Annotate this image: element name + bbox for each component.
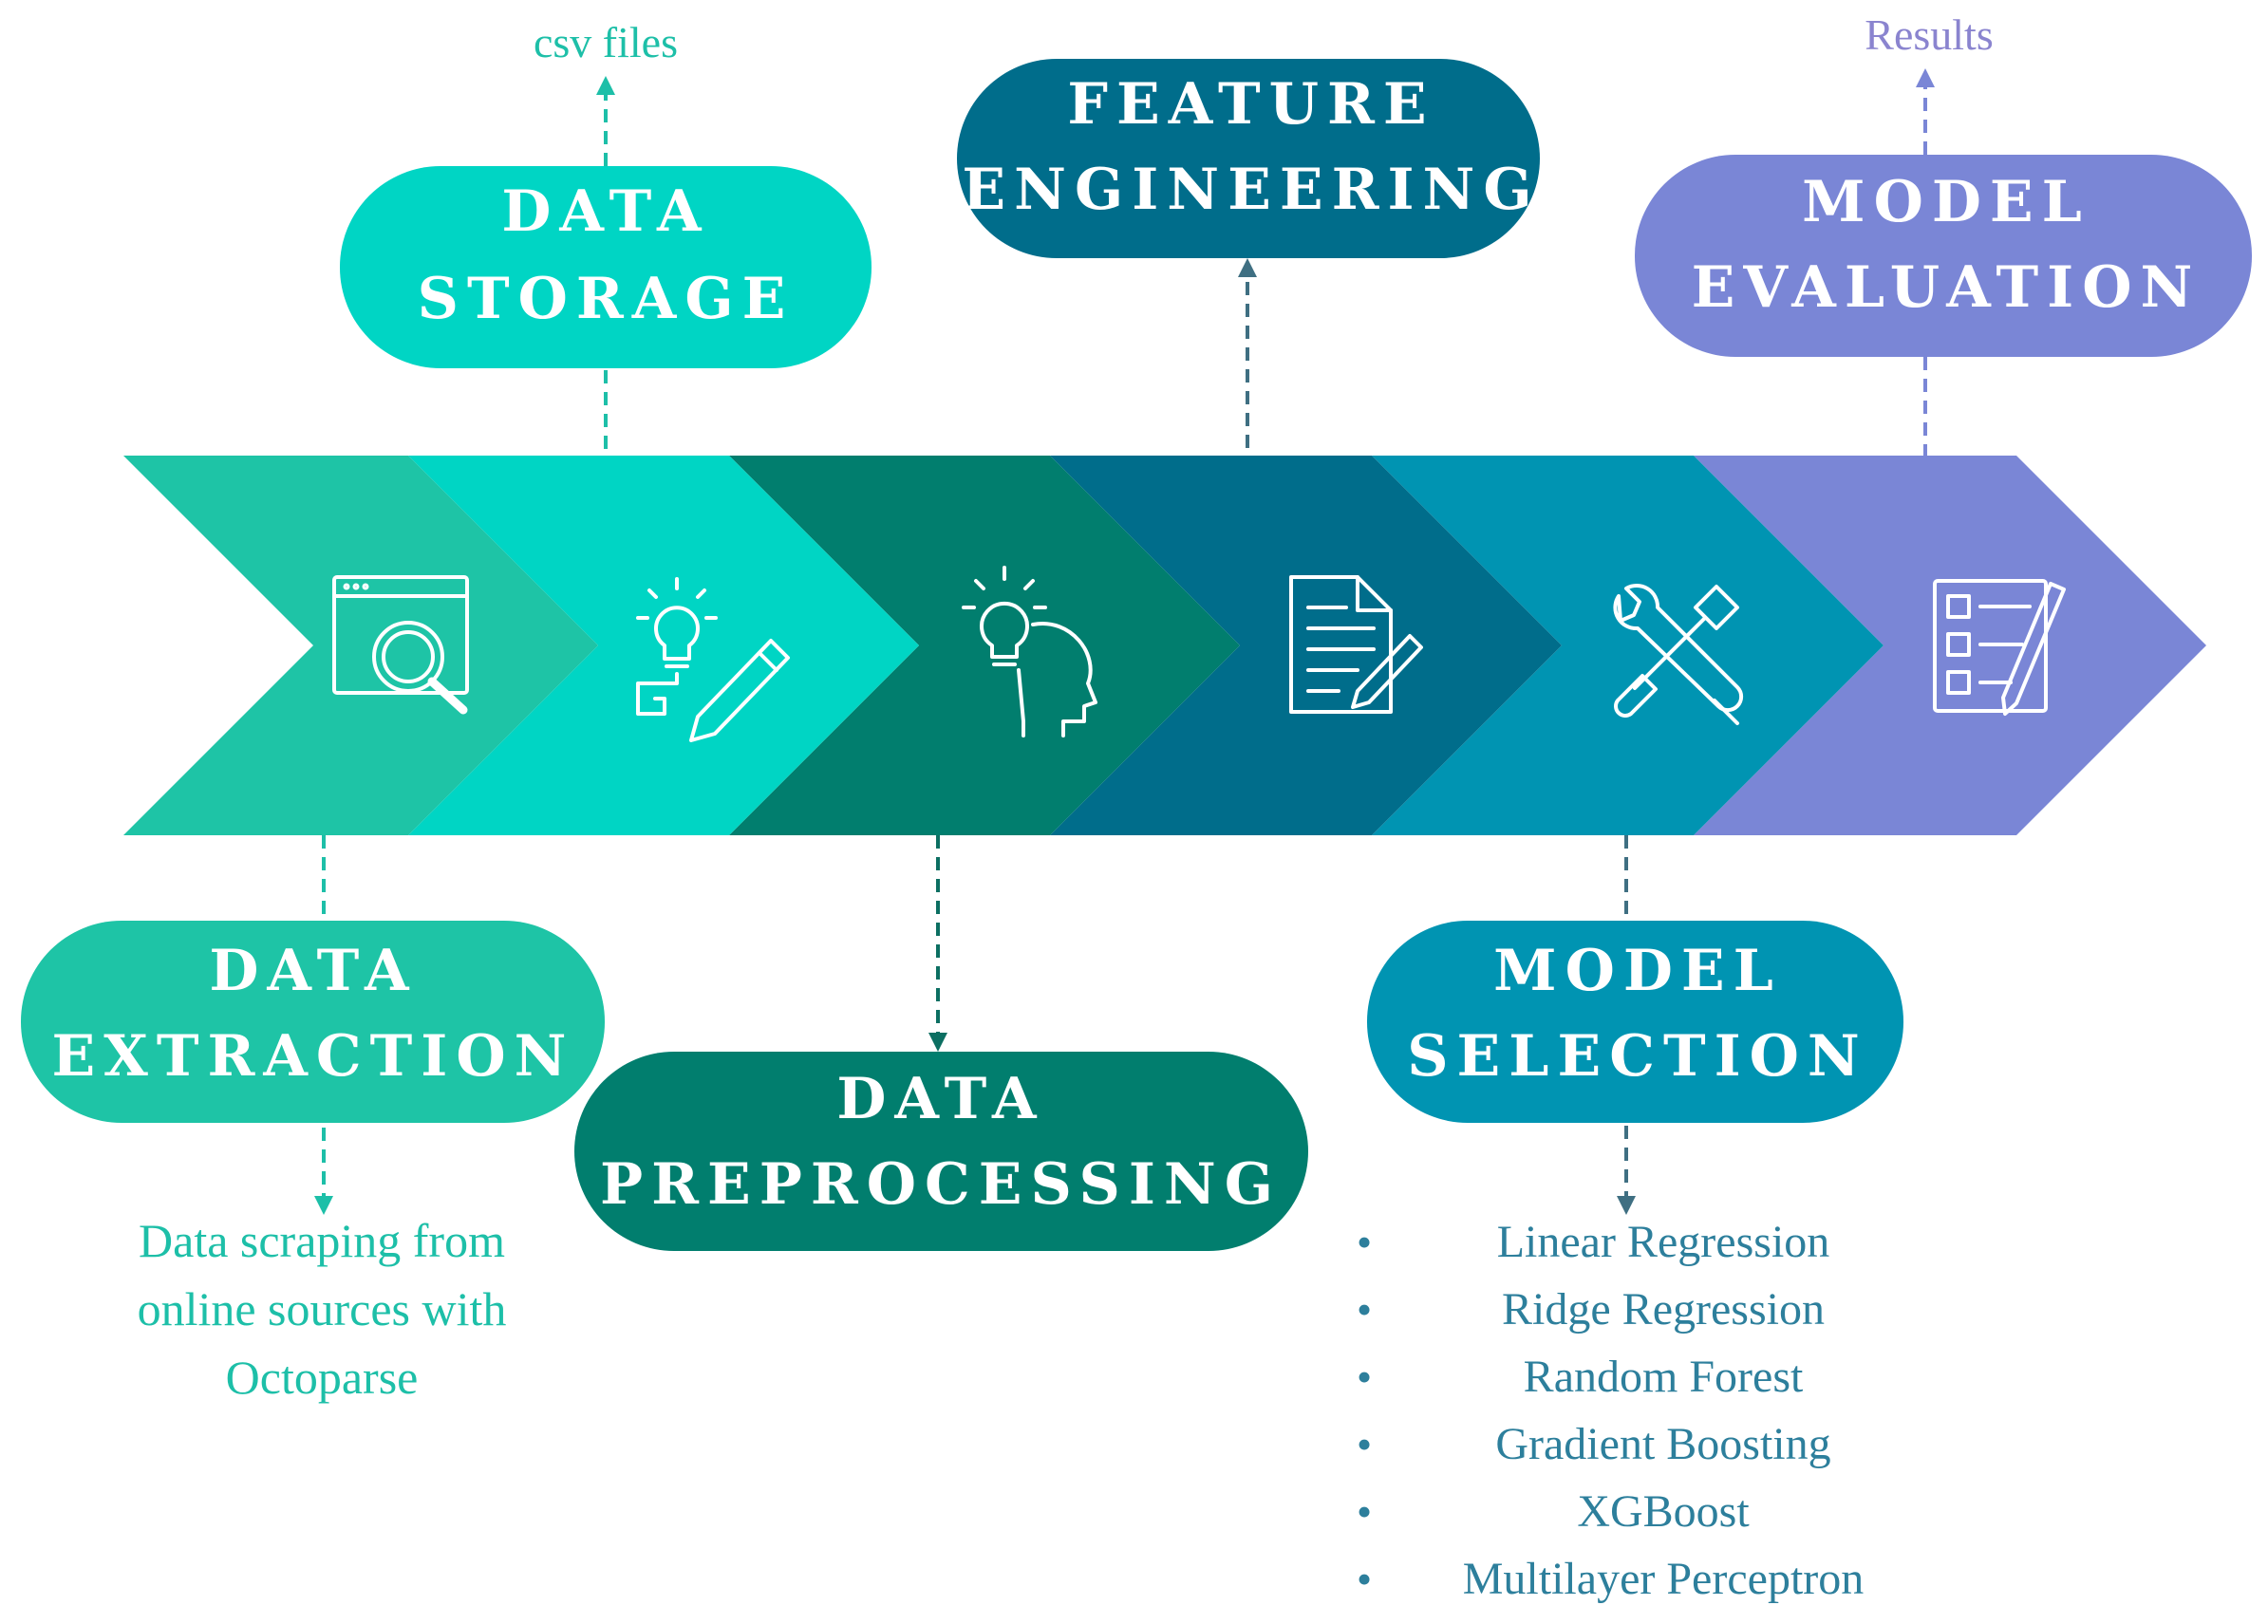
model-bullet: • — [1357, 1487, 1372, 1536]
data-storage-line-1: DATA — [501, 178, 709, 245]
model-evaluation-line-2: EVALUATION — [1692, 254, 2202, 321]
model-bullet: • — [1357, 1285, 1372, 1334]
document-pen-icon — [1289, 575, 1423, 714]
model-item: Gradient Boosting — [1495, 1419, 1830, 1469]
chevron-feature-engineering — [1050, 456, 1562, 835]
storage-note: csv files — [534, 18, 678, 66]
browser-search-icon — [332, 575, 469, 715]
chevron-data-extraction — [123, 456, 598, 835]
data-preprocessing-pill: DATA PREPROCESSING — [574, 1052, 1308, 1251]
wrench-screwdriver-icon — [1613, 584, 1744, 725]
model-bullet: • — [1357, 1218, 1372, 1266]
model-selection-pill: MODEL SELECTION — [1367, 921, 1903, 1123]
checklist-pen-icon — [1933, 579, 2066, 716]
model-item: Multilayer Perceptron — [1463, 1554, 1865, 1604]
chevron-band — [123, 456, 2206, 835]
data-extraction-line-2: EXTRACTION — [52, 1023, 575, 1090]
extraction-note-line-3: Octoparse — [226, 1351, 419, 1404]
feature-engineering-line-1: FEATURE — [1067, 71, 1434, 138]
idea-pencil-icon — [636, 577, 790, 742]
feature-engineering-line-2: ENGINEERING — [962, 157, 1540, 223]
data-extraction-line-1: DATA — [209, 938, 417, 1004]
model-evaluation-line-1: MODEL — [1802, 169, 2090, 235]
model-item: Ridge Regression — [1502, 1284, 1825, 1335]
data-storage-pill: DATA STORAGE — [340, 166, 872, 368]
head-lightbulb-icon — [962, 566, 1097, 737]
model-item: XGBoost — [1577, 1486, 1750, 1537]
model-list: • Linear Regression • Ridge Regression • Rand… — [1357, 1217, 1864, 1604]
connectors — [314, 68, 1935, 1215]
model-item: Random Forest — [1524, 1352, 1804, 1402]
model-selection-line-2: SELECTION — [1407, 1023, 1868, 1090]
feature-engineering-pill: FEATURE ENGINEERING — [957, 59, 1540, 258]
chevron-model-selection — [1372, 456, 1884, 835]
model-bullet: • — [1357, 1555, 1372, 1603]
evaluation-note: Results — [1865, 10, 1993, 59]
model-evaluation-pill: MODEL EVALUATION — [1635, 155, 2252, 357]
data-preprocessing-line-1: DATA — [836, 1066, 1044, 1132]
data-storage-line-2: STORAGE — [418, 266, 795, 332]
extraction-note: Data scraping from online sources with O… — [138, 1214, 507, 1404]
model-bullet: • — [1357, 1353, 1372, 1401]
model-selection-line-1: MODEL — [1493, 938, 1782, 1004]
data-preprocessing-line-2: PREPROCESSING — [600, 1151, 1282, 1218]
extraction-note-line-1: Data scraping from — [139, 1214, 505, 1267]
model-item: Linear Regression — [1497, 1217, 1830, 1267]
model-bullet: • — [1357, 1420, 1372, 1468]
data-extraction-pill: DATA EXTRACTION — [21, 921, 605, 1123]
chevron-data-preprocessing — [729, 456, 1240, 835]
extraction-note-line-2: online sources with — [138, 1282, 507, 1335]
